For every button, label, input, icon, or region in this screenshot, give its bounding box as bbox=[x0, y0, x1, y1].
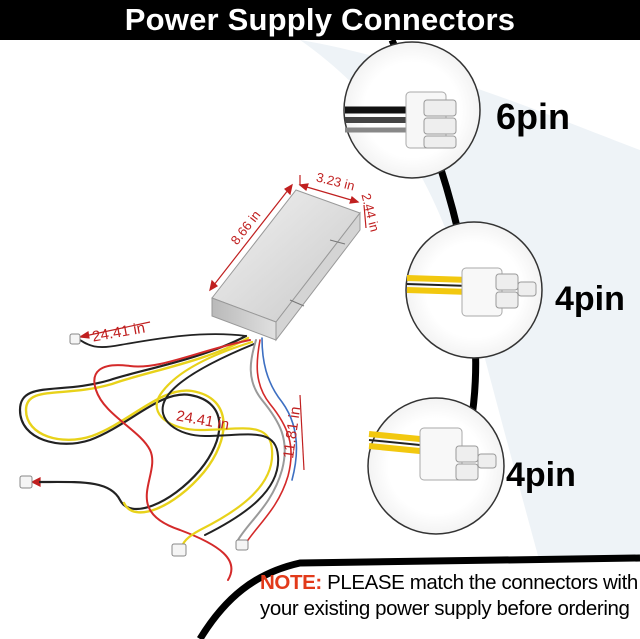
connector-label-4pin-2: 4pin bbox=[506, 456, 576, 494]
wire-harness bbox=[18, 333, 298, 581]
note-line-1-text: PLEASE match the connectors with bbox=[321, 571, 638, 594]
background-swoosh bbox=[300, 40, 640, 639]
connector-end-bottom bbox=[171, 543, 187, 557]
connector-end-top bbox=[69, 333, 81, 345]
note-keyword: NOTE: bbox=[260, 571, 322, 594]
power-supply-unit bbox=[211, 189, 361, 342]
note-line-2: your existing power supply before orderi… bbox=[260, 597, 630, 620]
connector-4pin-image-2 bbox=[367, 397, 505, 535]
connector-end-mid bbox=[235, 539, 249, 551]
note-line-1: NOTE: PLEASE match the connectors with bbox=[260, 570, 640, 596]
connector-label-6pin: 6pin bbox=[496, 96, 571, 137]
connector-label-4pin-1: 4pin bbox=[555, 280, 625, 318]
bottom-swoosh bbox=[205, 560, 640, 639]
page-title: Power Supply Connectors bbox=[124, 2, 516, 37]
bottom-black-curve bbox=[197, 554, 640, 639]
connector-6pin-image bbox=[343, 41, 481, 179]
ordering-note: NOTE: PLEASE match the connectors with y… bbox=[260, 570, 640, 622]
connector-end-left bbox=[19, 475, 33, 489]
connector-4pin-image-1 bbox=[405, 221, 543, 359]
title-banner bbox=[0, 0, 640, 40]
